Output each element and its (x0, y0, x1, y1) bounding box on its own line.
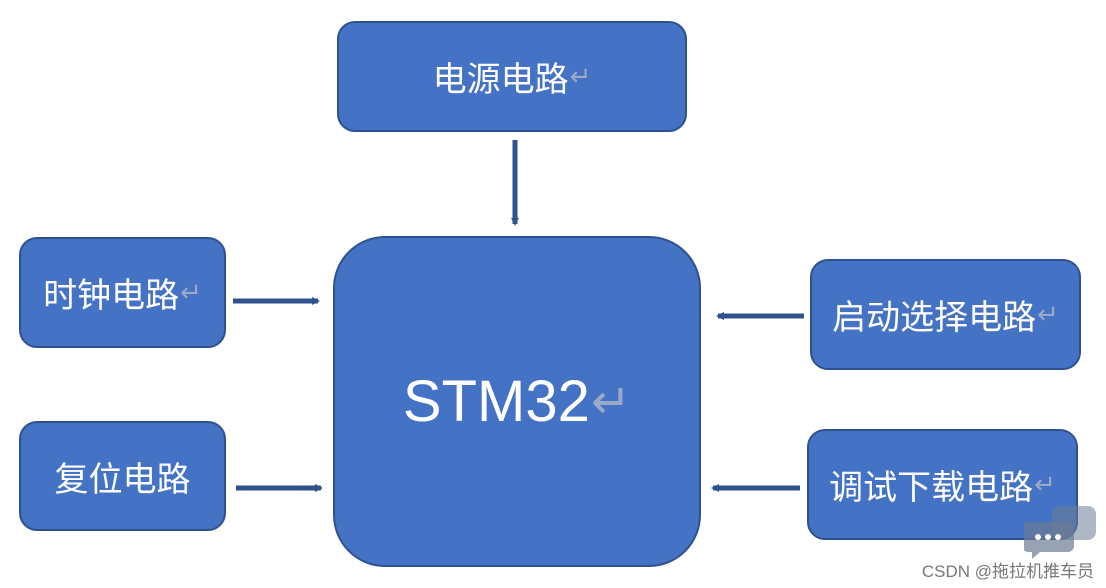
debug-download-circuit-label: 调试下载电路 (829, 468, 1034, 508)
boot-select-circuit-label: 启动选择电路 (832, 298, 1037, 338)
reset-circuit-block: 复位电路 (19, 421, 226, 531)
power-circuit-block: 电源电路↵ (337, 21, 687, 132)
watermark-text: CSDN @拖拉机推车员 (921, 562, 1094, 581)
paragraph-mark: ↵ (569, 61, 592, 92)
stm32-label: STM32 (402, 369, 590, 434)
boot-select-circuit-block: 启动选择电路↵ (810, 259, 1081, 370)
stm32-mcu-block: STM32↵ (333, 236, 701, 567)
paragraph-mark: ↵ (1034, 469, 1056, 500)
debug-download-circuit-block: 调试下载电路↵ (807, 429, 1078, 540)
paragraph-mark: ↵ (590, 375, 632, 429)
clock-circuit-label: 时钟电路 (43, 276, 180, 316)
paragraph-mark: ↵ (1037, 299, 1059, 330)
reset-circuit-label: 复位电路 (54, 459, 191, 500)
chat-bubble-icon (1024, 506, 1096, 559)
power-circuit-label: 电源电路 (432, 60, 569, 100)
clock-circuit-block: 时钟电路↵ (19, 237, 226, 348)
paragraph-mark: ↵ (180, 277, 202, 308)
